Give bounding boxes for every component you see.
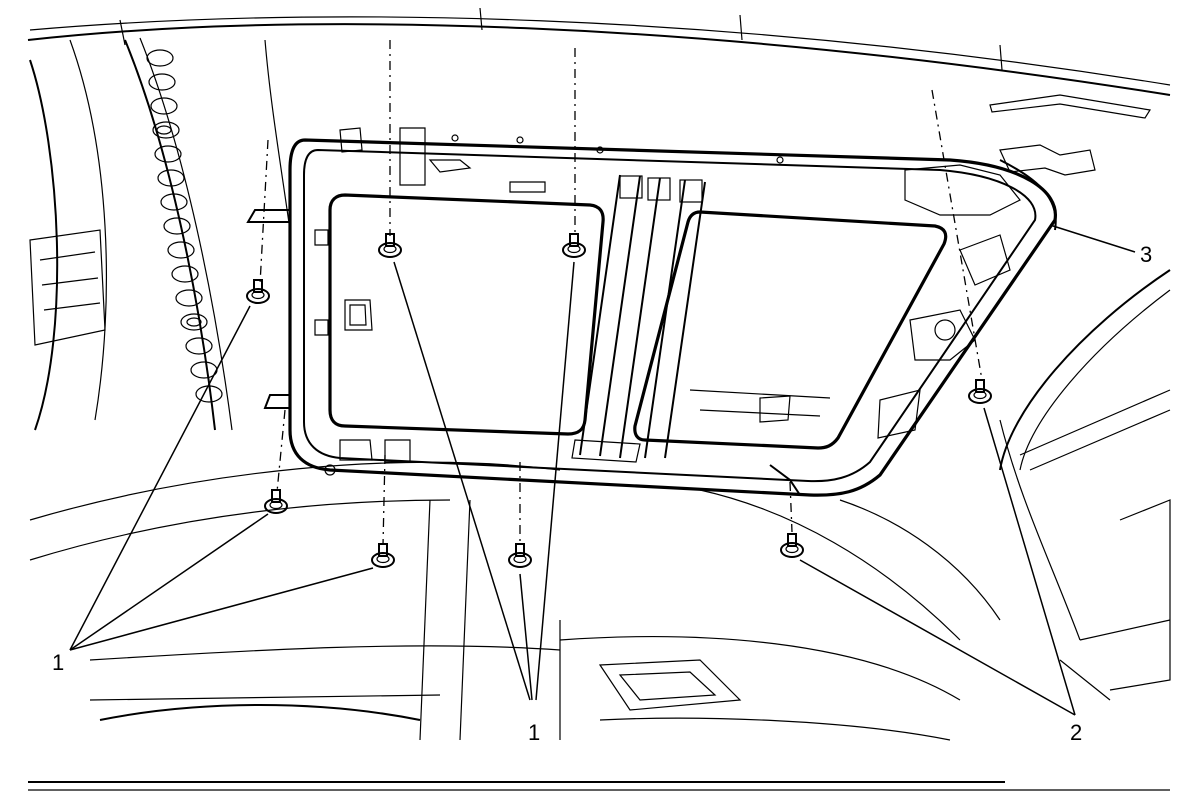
callout-3: 3 [1140, 242, 1152, 267]
left-side-rail [29, 37, 291, 431]
leader-lines-2 [799, 407, 1076, 716]
bolt-front-left-upper [246, 279, 270, 304]
callout-2: 2 [1070, 720, 1082, 745]
leader-lines-1-center [393, 261, 575, 701]
leader-line-3 [1049, 224, 1136, 253]
bolt-left-lower [264, 489, 288, 514]
install-centerlines [259, 40, 983, 546]
sunroof-module-frame [246, 127, 1096, 497]
bolt-front-center-left [378, 233, 402, 258]
bolt-front-center-right [562, 233, 586, 258]
bolt-right-side [968, 379, 992, 404]
callout-1-left: 1 [52, 650, 64, 675]
roof-outer-panel [27, 7, 1171, 119]
rear-right-structure [999, 269, 1171, 701]
leader-lines-1-left [69, 305, 374, 651]
bolt-rear-right [780, 533, 804, 558]
bottom-rule [28, 781, 1170, 791]
bolt-rear-left [371, 543, 395, 568]
callout-1-center: 1 [528, 720, 540, 745]
lower-interior-trim [29, 461, 1001, 741]
bolt-rear-center [508, 543, 532, 568]
